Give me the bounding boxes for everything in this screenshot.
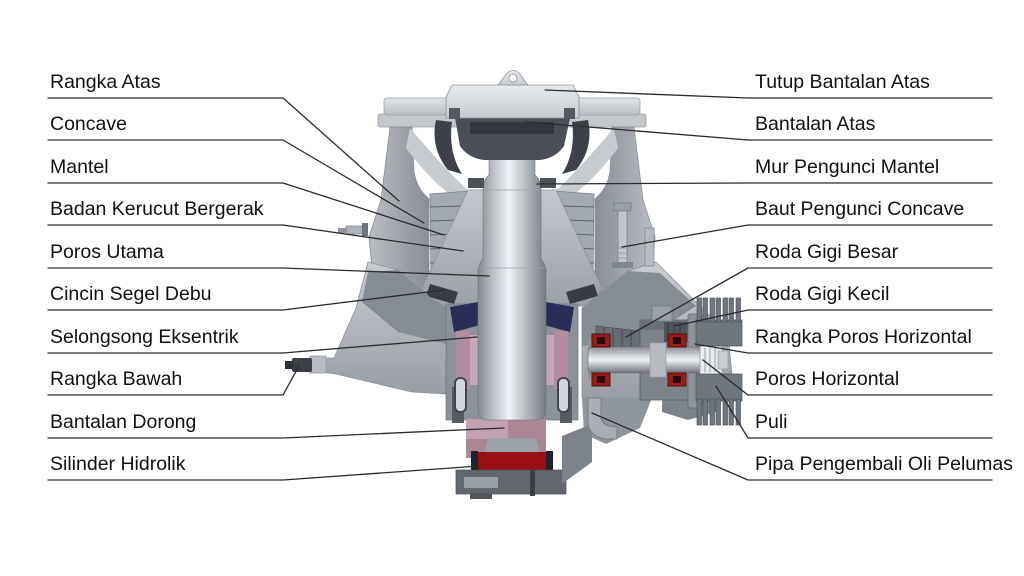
- countershaft-assembly: [587, 297, 729, 409]
- left-flange-bolt: [338, 223, 368, 236]
- label-tutup-bantalan-atas: Tutup Bantalan Atas: [755, 71, 930, 93]
- label-silinder-hidrolik: Silinder Hidrolik: [50, 453, 186, 475]
- housing-fitting: [651, 305, 673, 322]
- frame-bolt-left: [454, 377, 467, 413]
- leader-line-baut-pengunci-concave: [621, 224, 993, 248]
- leader-line-mantel: [47, 182, 445, 236]
- label-rangka-bawah: Rangka Bawah: [50, 368, 183, 390]
- leader-line-tutup-bantalan-atas: [544, 89, 993, 99]
- piston-seal-right: [546, 451, 553, 472]
- mantle-lock-nut-left: [468, 178, 484, 188]
- label-mantel: Mantel: [50, 156, 109, 178]
- upper-frame-left: [368, 126, 447, 304]
- label-pipa-pengembali-oli-pelumas: Pipa Pengembali Oli Pelumas: [755, 453, 1013, 475]
- mantle-lock-nut-right: [540, 178, 556, 188]
- upper-bearing-inner: [470, 122, 554, 134]
- dust-seal-ring-left: [426, 284, 458, 304]
- label-concave: Concave: [50, 113, 127, 135]
- eccentric-sleeve-right: [544, 335, 554, 385]
- leader-line-pipa-pengembali-oli-pelumas: [591, 412, 993, 481]
- cap-clip-right: [564, 108, 575, 119]
- hub-splines: [704, 348, 716, 372]
- leader-line-badan-kerucut-bergerak: [47, 224, 464, 252]
- label-roda-gigi-kecil: Roda Gigi Kecil: [755, 283, 890, 305]
- concave-lock-bolt: [612, 202, 655, 268]
- leader-line-roda-gigi-kecil: [673, 309, 993, 327]
- shaft-collar: [649, 342, 667, 378]
- piston-seal-left: [471, 451, 478, 472]
- leader-line-concave: [47, 139, 425, 224]
- upper-bearing-ear-left: [434, 120, 462, 174]
- pulley: [695, 297, 743, 426]
- label-rangka-poros-horizontal: Rangka Poros Horizontal: [755, 326, 972, 348]
- leader-line-rangka-atas: [47, 97, 400, 202]
- machine-artwork: [285, 70, 743, 499]
- eccentric-bushing-right: [554, 331, 568, 389]
- lifting-eye-hole: [508, 73, 518, 83]
- label-cincin-segel-debu: Cincin Segel Debu: [50, 283, 212, 305]
- leader-line-poros-horizontal: [702, 359, 993, 396]
- leader-lines: [47, 89, 993, 481]
- leader-line-mur-pengunci-mantel: [536, 182, 993, 185]
- label-poros-horizontal: Poros Horizontal: [755, 368, 900, 390]
- oil-return-pipe: [587, 397, 618, 440]
- shaft-bearing-red: [591, 333, 687, 387]
- grease-fitting: [292, 358, 312, 372]
- label-bantalan-atas: Bantalan Atas: [755, 113, 876, 135]
- label-poros-utama: Poros Utama: [50, 241, 164, 263]
- eccentric-bushing-left: [456, 331, 470, 389]
- hydraulic-piston-red: [478, 452, 546, 471]
- spider-arm-left: [406, 128, 474, 208]
- leader-line-cincin-segel-debu: [47, 289, 445, 311]
- top-bearing-cap: [445, 84, 580, 119]
- label-selongsong-eksentrik: Selongsong Eksentrik: [50, 326, 239, 348]
- frame-step-lower-right: [562, 424, 592, 484]
- label-badan-kerucut-bergerak: Badan Kerucut Bergerak: [50, 198, 264, 220]
- cap-clip-left: [449, 108, 460, 119]
- hydraulic-cylinder-base: [455, 469, 567, 499]
- label-puli: Puli: [755, 411, 788, 433]
- leader-line-bantalan-dorong: [47, 427, 505, 439]
- upper-bearing-ear-right: [562, 120, 590, 174]
- leader-line-bantalan-atas: [526, 121, 993, 141]
- label-roda-gigi-besar: Roda Gigi Besar: [755, 241, 899, 263]
- leader-line-rangka-poros-horizontal: [694, 343, 993, 354]
- leader-line-selongsong-eksentrik: [47, 336, 478, 354]
- label-rangka-atas: Rangka Atas: [50, 71, 161, 93]
- leader-line-roda-gigi-besar: [625, 267, 993, 338]
- shaft-tip: [717, 350, 729, 370]
- eccentric-sleeve-left: [470, 335, 480, 385]
- leader-line-silinder-hidrolik: [47, 465, 480, 481]
- thrust-bearing-and-piston: [466, 419, 553, 472]
- label-baut-pengunci-concave: Baut Pengunci Concave: [755, 198, 965, 220]
- main-shaft-steps: [478, 189, 546, 269]
- leader-line-rangka-bawah: [47, 365, 300, 396]
- label-bantalan-dorong: Bantalan Dorong: [50, 411, 197, 433]
- seal-navy-left: [450, 302, 480, 332]
- label-mur-pengunci-mantel: Mur Pengunci Mantel: [755, 156, 940, 178]
- leader-line-poros-utama: [47, 267, 490, 277]
- leader-line-puli: [715, 385, 993, 439]
- housing-fitting-pipe: [658, 297, 666, 307]
- frame-bolt-right: [557, 377, 570, 413]
